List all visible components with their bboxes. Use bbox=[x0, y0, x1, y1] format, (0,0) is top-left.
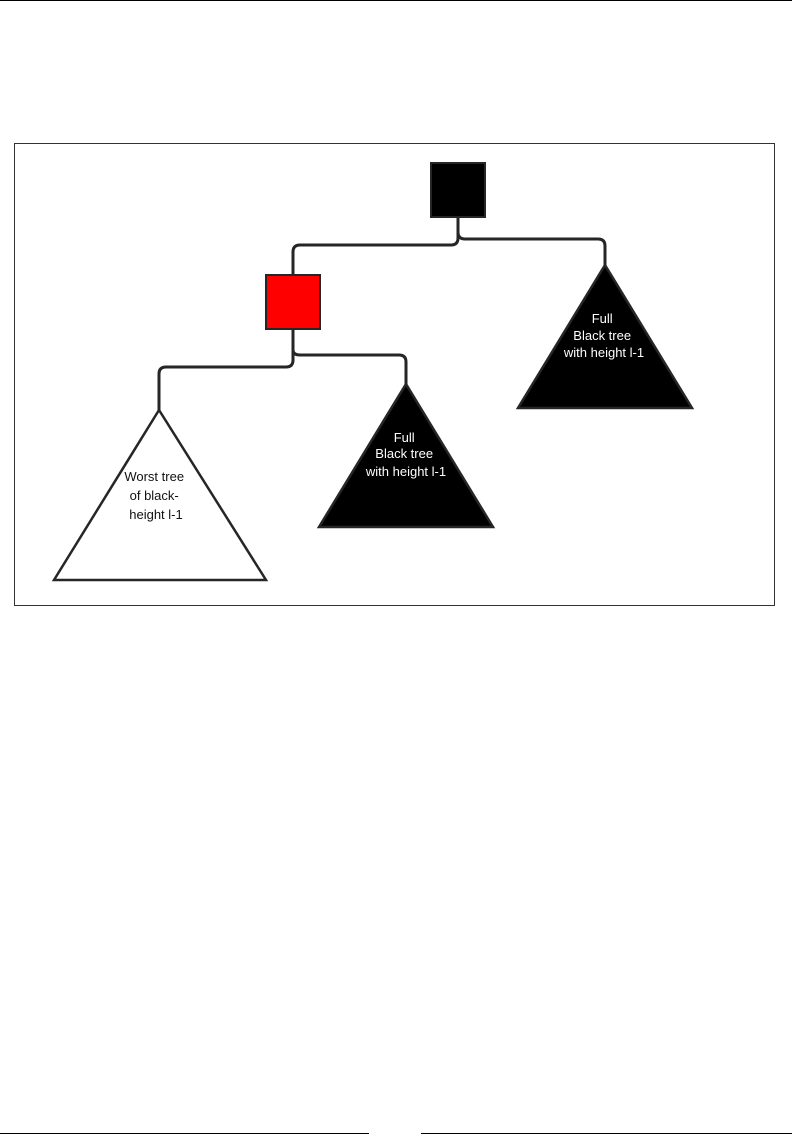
right-subtree-label-line: with height l-1 bbox=[563, 345, 644, 360]
worst-subtree-label: Worst tree of black- height l-1 bbox=[124, 469, 187, 522]
worst-subtree-label-line: height l-1 bbox=[129, 507, 182, 522]
footer-rule-right bbox=[421, 1133, 792, 1134]
red-black-tree-diagram: Worst tree of black- height l-1 Full Bla… bbox=[51, 162, 695, 582]
middle-subtree-label: Full Black tree with height l-1 bbox=[365, 430, 446, 479]
header-rule bbox=[0, 0, 792, 1]
middle-full-black-subtree-triangle bbox=[316, 381, 496, 529]
right-full-black-subtree-triangle bbox=[515, 262, 695, 410]
root-black-node bbox=[430, 162, 486, 218]
middle-subtree-label-line: Full bbox=[394, 430, 415, 445]
middle-subtree-label-line: with height l-1 bbox=[365, 464, 446, 479]
red-node bbox=[265, 274, 321, 330]
worst-subtree-triangle bbox=[51, 407, 269, 582]
middle-subtree-label-line: Black tree bbox=[375, 446, 433, 461]
edge-root-to-right-subtree bbox=[456, 217, 607, 265]
worst-subtree-label-line: Worst tree bbox=[124, 469, 184, 484]
right-subtree-label-line: Black tree bbox=[573, 328, 631, 343]
footer-rule-left bbox=[0, 1133, 369, 1134]
edge-red-to-worst-subtree bbox=[157, 329, 295, 410]
right-subtree-label: Full Black tree with height l-1 bbox=[563, 311, 644, 360]
edge-root-to-red bbox=[291, 217, 460, 275]
worst-subtree-label-line: of black- bbox=[130, 488, 179, 503]
figure-frame: Worst tree of black- height l-1 Full Bla… bbox=[14, 143, 775, 606]
right-subtree-label-line: Full bbox=[592, 311, 613, 326]
edge-red-to-middle-subtree bbox=[291, 329, 408, 384]
